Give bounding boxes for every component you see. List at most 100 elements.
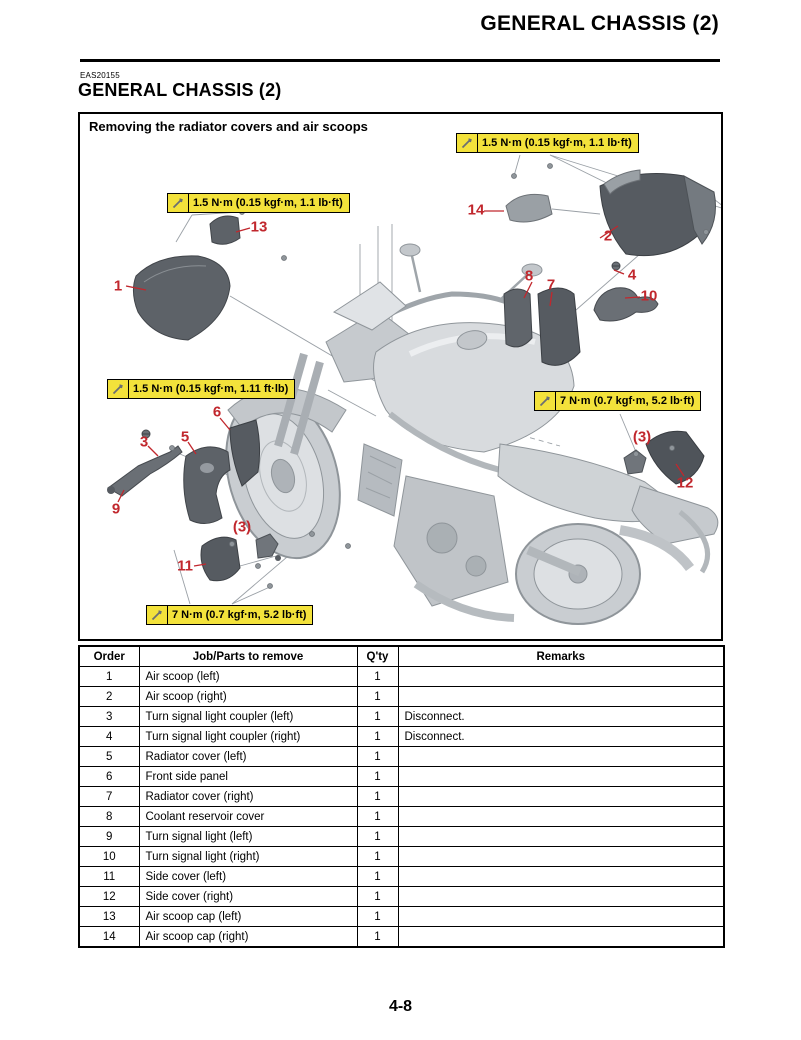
figure-title: Removing the radiator covers and air sco… xyxy=(89,119,368,134)
page-number: 4-8 xyxy=(388,998,413,1015)
cell-remarks xyxy=(397,666,725,687)
col-header-order: Order xyxy=(78,645,140,667)
bracket-right xyxy=(623,449,647,475)
callout-13: 13 xyxy=(250,218,268,236)
torque-value: 7 N·m (0.7 kgf·m, 5.2 lb·ft) xyxy=(172,609,307,621)
torque-label-air-scoop-right: 1.5 N·m (0.15 kgf·m, 1.1 lb·ft) xyxy=(456,133,639,153)
cell-order: 4 xyxy=(78,726,140,747)
motorcycle-body xyxy=(225,243,719,625)
cell-qty: 1 xyxy=(356,686,399,707)
callout-12: 12 xyxy=(676,474,694,492)
col-header-job: Job/Parts to remove xyxy=(138,645,358,667)
cell-order: 9 xyxy=(78,826,140,847)
callout-10: 10 xyxy=(640,287,658,305)
parts-table: Order Job/Parts to remove Q'ty Remarks 1… xyxy=(78,645,725,948)
callout-leaders xyxy=(117,210,685,567)
cell-remarks: Disconnect. xyxy=(397,726,725,747)
cell-order: 7 xyxy=(78,786,140,807)
cell-order: 12 xyxy=(78,886,140,907)
part-1-air-scoop-left xyxy=(132,255,231,341)
table-header-row: Order Job/Parts to remove Q'ty Remarks xyxy=(78,645,725,667)
cell-job: Turn signal light (right) xyxy=(138,846,358,867)
cell-qty: 1 xyxy=(356,806,399,827)
cell-remarks xyxy=(397,686,725,707)
part-14-air-scoop-cap-right xyxy=(505,193,553,223)
callout-6: 6 xyxy=(212,403,222,421)
cell-qty: 1 xyxy=(356,846,399,867)
cell-job: Turn signal light (left) xyxy=(138,826,358,847)
cell-job: Coolant reservoir cover xyxy=(138,806,358,827)
cell-order: 2 xyxy=(78,686,140,707)
cell-qty: 1 xyxy=(356,906,399,927)
cell-qty: 1 xyxy=(356,746,399,767)
part-9-turn-signal-left xyxy=(107,445,183,497)
callout-2: 2 xyxy=(603,227,613,245)
callout-3: 3 xyxy=(139,433,149,451)
callout-5: 5 xyxy=(180,428,190,446)
cell-job: Air scoop (left) xyxy=(138,666,358,687)
torque-value: 1.5 N·m (0.15 kgf·m, 1.1 lb·ft) xyxy=(193,197,343,209)
part-13-air-scoop-cap-left xyxy=(209,215,241,245)
cell-job: Front side panel xyxy=(138,766,358,787)
cell-order: 11 xyxy=(78,866,140,887)
callout-9: 9 xyxy=(111,500,121,518)
torque-wrench-icon xyxy=(111,380,129,398)
torque-label-side-cover-right: 7 N·m (0.7 kgf·m, 5.2 lb·ft) xyxy=(534,391,702,411)
screws xyxy=(169,163,709,589)
figure-panel: Removing the radiator covers and air sco… xyxy=(78,112,723,641)
cell-remarks xyxy=(397,926,725,948)
cell-remarks xyxy=(397,806,725,827)
cell-job: Air scoop cap (right) xyxy=(138,926,358,948)
callout-14: 14 xyxy=(467,201,485,219)
header-rule xyxy=(80,59,720,62)
cell-qty: 1 xyxy=(356,726,399,747)
callout-4: 4 xyxy=(627,266,637,284)
torque-wrench-icon xyxy=(460,134,478,152)
part-12-side-cover-right xyxy=(645,430,705,485)
part-3-coupler-left xyxy=(141,429,151,439)
cell-remarks xyxy=(397,886,725,907)
part-2-air-scoop-right xyxy=(599,169,716,257)
cell-order: 8 xyxy=(78,806,140,827)
callout-qty-3-right: (3) xyxy=(632,428,652,446)
torque-wrench-icon xyxy=(171,194,189,212)
cell-remarks xyxy=(397,746,725,767)
cell-job: Air scoop cap (left) xyxy=(138,906,358,927)
cell-remarks xyxy=(397,906,725,927)
part-10-turn-signal-right xyxy=(593,287,659,322)
part-6-front-side-panel xyxy=(229,419,261,487)
torque-value: 7 N·m (0.7 kgf·m, 5.2 lb·ft) xyxy=(560,395,695,407)
col-header-remarks: Remarks xyxy=(397,645,725,667)
cell-qty: 1 xyxy=(356,666,399,687)
callout-1: 1 xyxy=(113,277,123,295)
col-header-qty: Q'ty xyxy=(356,645,399,667)
cell-order: 1 xyxy=(78,666,140,687)
part-4-coupler-right xyxy=(611,261,621,271)
page-title: GENERAL CHASSIS (2) xyxy=(78,80,282,100)
section-code: EAS20155 xyxy=(80,71,120,80)
cell-job: Air scoop (right) xyxy=(138,686,358,707)
bracket-left xyxy=(255,533,281,561)
part-5-radiator-cover-left xyxy=(183,446,231,524)
callout-8: 8 xyxy=(524,267,534,285)
part-7-radiator-cover-right xyxy=(537,287,581,366)
cell-job: Side cover (right) xyxy=(138,886,358,907)
part-8-coolant-reservoir-cover xyxy=(503,288,533,348)
torque-value: 1.5 N·m (0.15 kgf·m, 1.11 ft·lb) xyxy=(133,383,289,395)
cell-order: 10 xyxy=(78,846,140,867)
torque-label-radiator-cover: 1.5 N·m (0.15 kgf·m, 1.11 ft·lb) xyxy=(107,379,296,399)
cell-remarks xyxy=(397,826,725,847)
callout-11: 11 xyxy=(177,557,193,575)
torque-label-air-scoop-left: 1.5 N·m (0.15 kgf·m, 1.1 lb·ft) xyxy=(167,193,350,213)
cell-order: 3 xyxy=(78,706,140,727)
